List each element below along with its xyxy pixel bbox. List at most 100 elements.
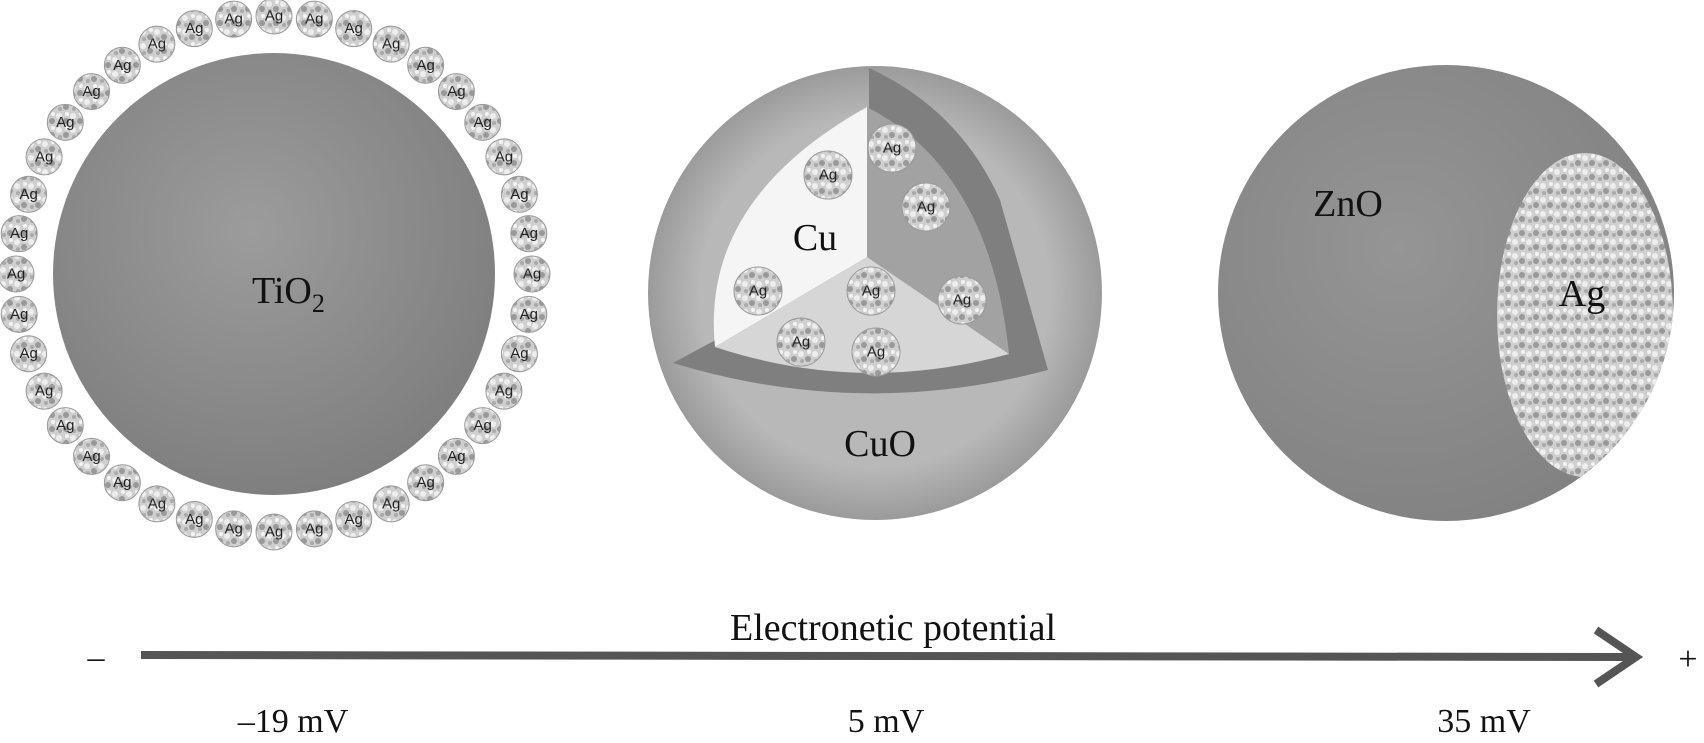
ag-nanoparticle-label: Ag (224, 520, 242, 537)
ag-nanoparticle-circle (407, 464, 445, 502)
ag-nanoparticle-label: Ag (185, 20, 203, 37)
ag-nanoparticle: Ag (851, 327, 901, 377)
ag-nanoparticle: Ag (803, 150, 853, 200)
ag-nanoparticle-label: Ag (185, 511, 203, 528)
ag-nanoparticle-circle (25, 138, 63, 176)
ag-nanoparticle-label: Ag (953, 292, 971, 309)
ag-nanoparticle: Ag (138, 25, 176, 63)
ag-nanoparticle-circle (437, 437, 475, 475)
plus-sign: + (1678, 641, 1697, 678)
ag-nanoparticle: Ag (175, 500, 213, 538)
ag-nanoparticle-circle (255, 513, 293, 551)
ag-nanoparticle-label: Ag (523, 266, 541, 283)
ag-nanoparticle: Ag (103, 464, 141, 502)
ag-nanoparticle-label: Ag (819, 167, 837, 184)
ag-nanoparticle-label: Ag (862, 283, 880, 300)
ag-nanoparticle-circle (372, 485, 410, 523)
ag-nanoparticle-circle (513, 255, 551, 293)
potential-value-cuo: 5 mV (848, 703, 925, 740)
ag-nanoparticle-circle (500, 175, 538, 213)
ag-nanoparticle-label: Ag (416, 57, 434, 74)
ag-nanoparticle: Ag (73, 73, 111, 111)
ag-nanoparticle-label: Ag (35, 383, 53, 400)
ag-nanoparticle-label: Ag (19, 345, 37, 362)
ag-nanoparticle-label: Ag (917, 199, 935, 216)
ag-nanoparticle-circle (138, 485, 176, 523)
ag-nanoparticle-label: Ag (416, 474, 434, 491)
ag-nanoparticle-label: Ag (345, 511, 363, 528)
ag-nanoparticle-circle (255, 0, 293, 35)
ag-nanoparticle: Ag (295, 510, 333, 548)
ag-nanoparticle-circle (464, 407, 502, 445)
ag-nanoparticle: Ag (733, 266, 783, 316)
ag-nanoparticle: Ag (407, 464, 445, 502)
ag-nanoparticle-label: Ag (749, 283, 767, 300)
ag-nanoparticle: Ag (10, 335, 48, 373)
ag-nanoparticle-label: Ag (113, 474, 131, 491)
ag-nanoparticle: Ag (215, 0, 253, 38)
ag-nanoparticle: Ag (500, 175, 538, 213)
ag-nanoparticle-circle (10, 175, 48, 213)
ag-nanoparticle-label: Ag (56, 114, 74, 131)
ag-nanoparticle-circle (485, 372, 523, 410)
ag-nanoparticle-circle (510, 215, 548, 253)
ag-nanoparticle: Ag (46, 103, 84, 141)
ag-nanoparticle: Ag (485, 372, 523, 410)
ag-nanoparticle: Ag (464, 103, 502, 141)
zno-particle: ZnO Ag (1218, 65, 1674, 521)
ag-nanoparticle-label: Ag (382, 36, 400, 53)
ag-nanoparticle: Ag (485, 138, 523, 176)
ag-nanoparticle-label: Ag (447, 83, 465, 100)
ag-nanoparticle-circle (103, 464, 141, 502)
ag-nanoparticle-label: Ag (19, 186, 37, 203)
ag-nanoparticle-circle (25, 372, 63, 410)
ag-nanoparticle-label: Ag (520, 225, 538, 242)
ag-nanoparticle: Ag (10, 175, 48, 213)
ag-nanoparticle-circle (295, 0, 333, 38)
ag-nanoparticle: Ag (372, 485, 410, 523)
ag-nanoparticle-circle (372, 25, 410, 63)
ag-nanoparticle-label: Ag (148, 495, 166, 512)
ag-nanoparticle-circle (485, 138, 523, 176)
ag-nanoparticle: Ag (901, 182, 951, 232)
ag-nanoparticle-label: Ag (305, 11, 323, 28)
cuo-shell-label: CuO (844, 423, 916, 465)
ag-nanoparticle: Ag (0, 215, 38, 253)
ag-patch-label: Ag (1559, 273, 1605, 315)
ag-nanoparticle-circle (295, 510, 333, 548)
ag-nanoparticle: Ag (372, 25, 410, 63)
ag-nanoparticle-circle (851, 327, 901, 377)
ag-nanoparticle: Ag (867, 123, 917, 173)
ag-nanoparticle-circle (10, 335, 48, 373)
ag-nanoparticle-circle (335, 500, 373, 538)
arrow-head (1593, 626, 1644, 688)
potential-value-tio2: –19 mV (237, 703, 349, 740)
axis-title: Electronetic potential (730, 607, 1056, 649)
ag-nanoparticle-label: Ag (495, 148, 513, 165)
ag-nanoparticle: Ag (103, 46, 141, 84)
ag-nanoparticle: Ag (335, 500, 373, 538)
ag-nanoparticle-label: Ag (224, 11, 242, 28)
ag-nanoparticle-label: Ag (520, 306, 538, 323)
ag-nanoparticle-circle (175, 10, 213, 48)
ag-nanoparticle: Ag (464, 407, 502, 445)
ag-nanoparticle-circle (215, 510, 253, 548)
ag-nanoparticle-label: Ag (82, 448, 100, 465)
ag-nanoparticle-label: Ag (265, 8, 283, 25)
ag-nanoparticle-circle (138, 25, 176, 63)
ag-nanoparticle-circle (937, 275, 987, 325)
ag-nanoparticle-circle (103, 46, 141, 84)
ag-nanoparticle: Ag (255, 0, 293, 35)
ag-nanoparticle-label: Ag (474, 114, 492, 131)
minus-sign: – (87, 639, 106, 676)
ag-nanoparticle-circle (0, 295, 38, 333)
ag-nanoparticle: Ag (437, 73, 475, 111)
ag-nanoparticle-circle (867, 123, 917, 173)
ag-nanoparticle-circle (46, 407, 84, 445)
ag-nanoparticle-label: Ag (35, 148, 53, 165)
ag-nanoparticle: Ag (73, 437, 111, 475)
